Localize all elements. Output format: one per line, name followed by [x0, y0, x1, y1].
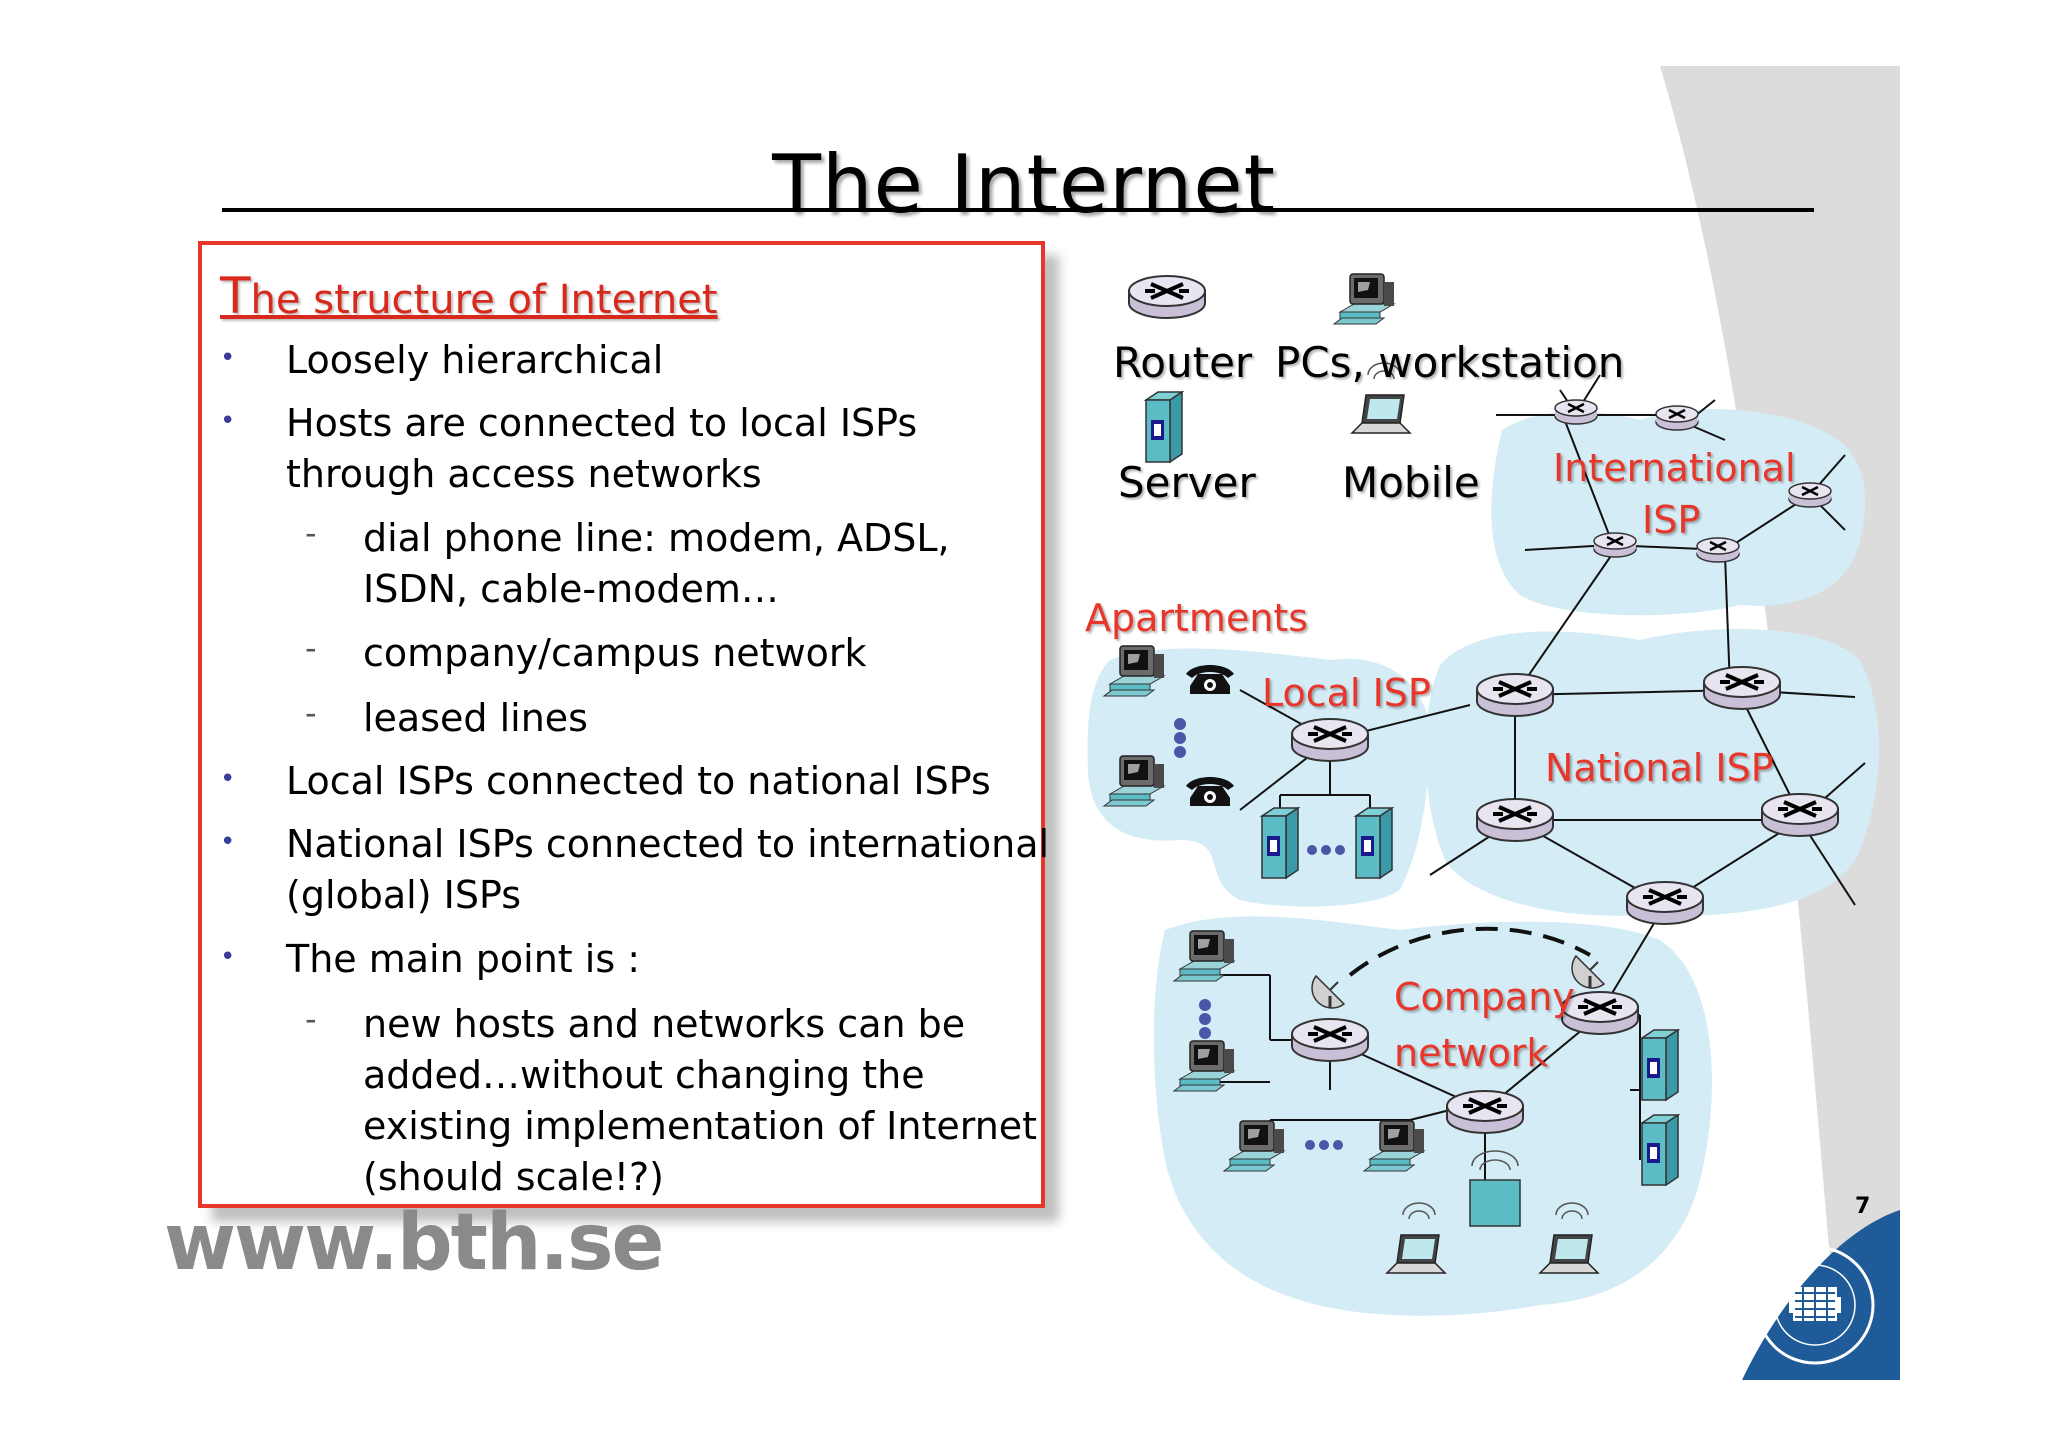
sub-line: dial phone line: modem, ADSL, — [363, 516, 950, 560]
router-icon — [1475, 797, 1555, 843]
ellipsis-dots-icon — [1199, 999, 1211, 1039]
legend-mobile-label: Mobile — [1342, 458, 1480, 507]
website-watermark: www.bth.se — [164, 1198, 664, 1288]
heading-rest: he structure of Internet — [250, 277, 718, 323]
local-isp-label: Local ISP — [1262, 671, 1431, 715]
sub-new-hosts: new hosts and networks can be added…with… — [363, 999, 1037, 1203]
ellipsis-dots-icon — [1305, 1140, 1343, 1150]
page-number: 7 — [1855, 1194, 1871, 1219]
company-network-label: Company — [1394, 975, 1575, 1019]
router-icon — [1760, 792, 1840, 838]
bullet-marker: • — [220, 343, 236, 373]
company-network-label-2: network — [1394, 1031, 1548, 1075]
ellipsis-dots-icon — [1174, 718, 1186, 758]
router-icon — [1625, 880, 1705, 926]
national-isp-label: National ISP — [1545, 746, 1774, 790]
international-isp-label-2: ISP — [1642, 498, 1700, 542]
international-isp-cloud — [1491, 409, 1866, 616]
bullet-loosely-hierarchical: Loosely hierarchical — [286, 338, 664, 382]
legend-router-icon — [1127, 274, 1207, 320]
router-icon — [1445, 1089, 1525, 1135]
sub-dial-phone: dial phone line: modem, ADSL, ISDN, cabl… — [363, 513, 950, 615]
ellipsis-dots-icon — [1307, 845, 1345, 855]
sub-leased-lines: leased lines — [363, 696, 588, 740]
router-icon — [1475, 672, 1555, 718]
router-icon — [1695, 536, 1741, 564]
sub-company-campus: company/campus network — [363, 631, 867, 675]
server-icon — [1261, 807, 1299, 879]
bullet-line: National ISPs connected to international — [286, 822, 1050, 866]
legend-router-label: Router — [1113, 338, 1253, 387]
router-icon — [1654, 404, 1700, 432]
bullet-line: Hosts are connected to local ISPs — [286, 401, 918, 445]
sub-line: existing implementation of Internet — [363, 1104, 1038, 1148]
sub-line: ISDN, cable-modem… — [363, 567, 779, 611]
structure-textbox: The structure of Internet • Loosely hier… — [198, 241, 1049, 1208]
server-icon — [1641, 1029, 1679, 1101]
slide-title: The Internet — [772, 138, 1276, 231]
apartments-label: Apartments — [1085, 596, 1308, 640]
legend-pc-icon — [1333, 273, 1395, 325]
sub-line: added…without changing the — [363, 1053, 925, 1097]
section-heading: The structure of Internet — [220, 267, 718, 325]
legend-pcs-label: PCs, workstation — [1275, 338, 1624, 387]
bullet-line: through access networks — [286, 452, 762, 496]
dash-marker: - — [305, 694, 317, 732]
bullet-national-isps: National ISPs connected to international… — [286, 819, 1049, 921]
wireless-link-dashed — [1348, 926, 1591, 977]
wireless-access-point-icon — [1469, 1150, 1521, 1227]
bullet-main-point: The main point is : — [286, 937, 641, 981]
dash-marker: - — [305, 629, 317, 667]
university-logo — [1755, 1245, 1875, 1365]
router-icon — [1702, 665, 1782, 711]
local-isp-cloud — [1087, 648, 1432, 907]
bullet-marker: • — [220, 942, 236, 972]
router-icon — [1290, 1017, 1370, 1063]
legend-server-label: Server — [1118, 458, 1256, 507]
bullet-marker: • — [220, 406, 236, 436]
router-icon — [1290, 717, 1370, 763]
heading-initial: T — [220, 267, 251, 325]
router-icon — [1553, 398, 1599, 426]
bullet-local-isps: Local ISPs connected to national ISPs — [286, 759, 991, 803]
title-underline — [222, 208, 1814, 212]
bullet-line: (global) ISPs — [286, 873, 521, 917]
sub-line: (should scale!?) — [363, 1155, 664, 1199]
legend-server-icon — [1145, 391, 1183, 463]
server-icon — [1641, 1114, 1679, 1186]
dash-marker: - — [305, 514, 317, 552]
bullet-marker: • — [220, 827, 236, 857]
international-isp-label: International — [1553, 446, 1796, 490]
sub-line: new hosts and networks can be — [363, 1002, 966, 1046]
bullet-hosts-connected: Hosts are connected to local ISPs throug… — [286, 398, 917, 500]
bullet-marker: • — [220, 764, 236, 794]
server-icon — [1355, 807, 1393, 879]
dash-marker: - — [305, 1000, 317, 1038]
router-icon — [1592, 531, 1638, 559]
